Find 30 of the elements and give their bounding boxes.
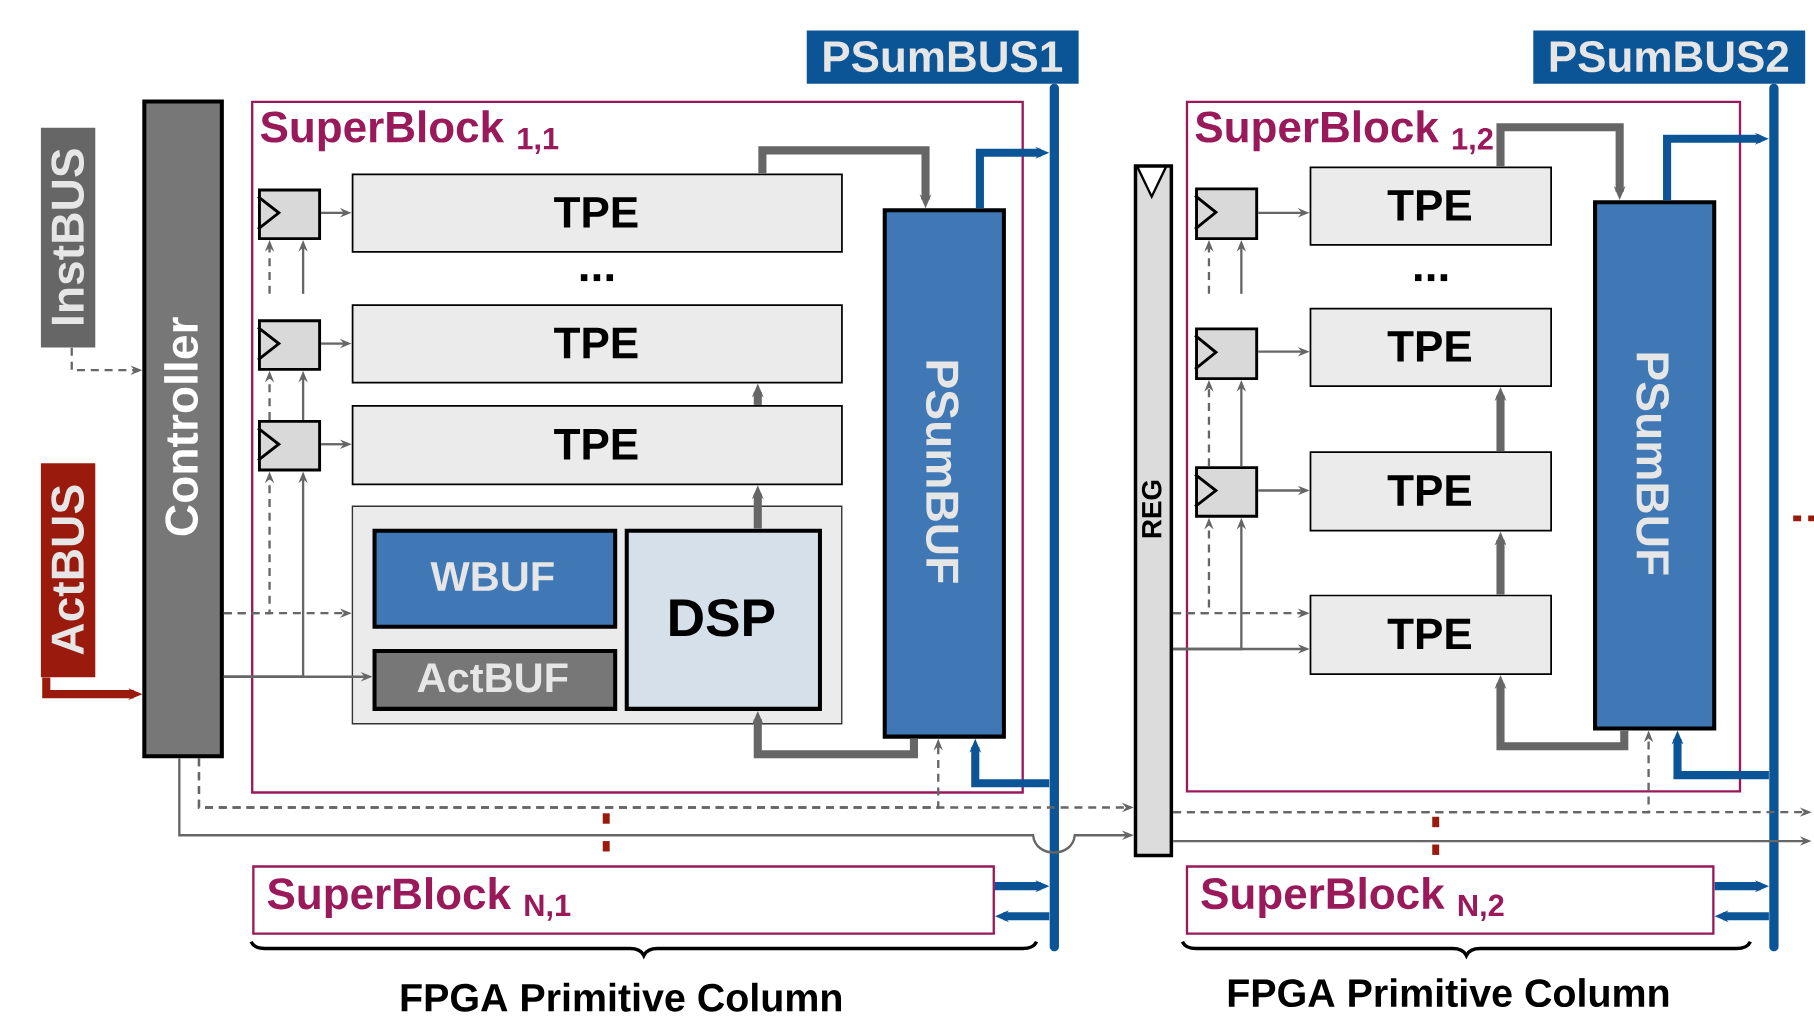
dsp-box: DSP — [624, 528, 822, 711]
register-bar: REG — [1133, 164, 1174, 858]
dots-label: ... — [1414, 274, 1448, 282]
superblock-frame: SuperBlock $_{N,1}$ — [252, 865, 995, 935]
register-symbol — [1194, 187, 1259, 241]
register-symbol — [1194, 466, 1259, 518]
tpe-box: TPE — [1309, 166, 1552, 246]
register-symbol — [1194, 327, 1259, 381]
column-caption: FPGA Primitive Column — [401, 982, 841, 1012]
buffer-box: PSumBUF — [1593, 200, 1717, 731]
superblock-frame: SuperBlock $_{N,2}$ — [1185, 865, 1715, 935]
tpe-box: TPE — [351, 173, 843, 253]
register-symbol — [257, 319, 322, 371]
register-symbol — [257, 420, 322, 472]
tpe-box: TPE — [1309, 594, 1552, 676]
column-caption: FPGA Primitive Column — [1228, 978, 1669, 1008]
tpe-box: TPE — [351, 304, 843, 384]
buffer-box: ActBUF — [372, 649, 618, 711]
tpe-box: TPE — [1309, 307, 1552, 388]
bus-label: InstBUS — [40, 127, 96, 348]
controller-block: Controller — [142, 99, 224, 759]
dots-label: ... — [580, 274, 614, 282]
bus-label: PSumBUS2 — [1533, 30, 1806, 84]
bus-label: ActBUS — [40, 463, 96, 678]
tpe-box: TPE — [1309, 451, 1552, 532]
tpe-box: TPE — [351, 405, 843, 486]
bus-label: PSumBUS1 — [806, 30, 1079, 84]
buffer-box: PSumBUF — [882, 208, 1006, 739]
register-symbol — [257, 188, 322, 241]
buffer-box: WBUF — [372, 528, 618, 629]
